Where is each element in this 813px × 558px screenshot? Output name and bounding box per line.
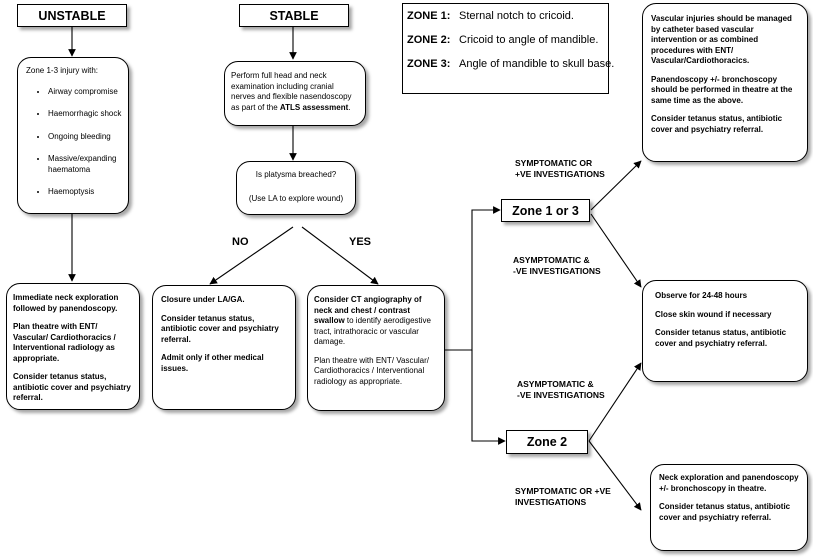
zone-legend: ZONE 1:Sternal notch to cricoid. ZONE 2:…	[402, 3, 615, 94]
criteria-item: Haemoptysis	[48, 187, 124, 198]
unstable-header: UNSTABLE	[17, 4, 127, 27]
asymptomatic-bottom-label: ASYMPTOMATIC & -VE INVESTIGATIONS	[517, 379, 605, 400]
platysma-question: Is platysma breached?	[255, 170, 337, 179]
unstable-criteria-box: Zone 1-3 injury with: Airway compromise …	[17, 57, 129, 214]
arrow-ct-to-zone13	[445, 206, 501, 351]
criteria-item: Haemorrhagic shock	[48, 109, 124, 120]
symptomatic-bottom-label: SYMPTOMATIC OR +VE INVESTIGATIONS	[515, 486, 611, 507]
vascular-management-box: Vascular injuries should be managed by c…	[642, 3, 808, 162]
observe-box: Observe for 24-48 hours Close skin wound…	[642, 280, 808, 382]
immediate-exploration-box: Immediate neck exploration followed by p…	[6, 283, 140, 410]
neck-exploration-box: Neck exploration and panendoscopy +/- br…	[650, 464, 808, 551]
criteria-item: Airway compromise	[48, 87, 124, 98]
arrow-zone2-to-neck-explore	[588, 440, 642, 511]
zone-2-box: Zone 2	[506, 430, 588, 454]
zone-3-line: ZONE 3:Angle of mandible to skull base.	[407, 58, 615, 70]
arrow-zone2-to-observe	[588, 362, 642, 442]
arrow-platysma-to-closure	[209, 226, 294, 285]
arrow-platysma-to-ct	[301, 226, 379, 285]
asymptomatic-top-label: ASYMPTOMATIC & -VE INVESTIGATIONS	[513, 255, 601, 276]
zone-1-line: ZONE 1:Sternal notch to cricoid.	[407, 10, 574, 22]
no-label: NO	[232, 236, 249, 248]
platysma-question-box: Is platysma breached? (Use LA to explore…	[236, 161, 356, 215]
platysma-note: (Use LA to explore wound)	[248, 193, 344, 203]
arrow-zone13-to-observe	[590, 213, 642, 288]
symptomatic-top-label: SYMPTOMATIC OR +VE INVESTIGATIONS	[515, 158, 605, 179]
closure-box: Closure under LA/GA. Consider tetanus st…	[152, 285, 296, 410]
criteria-item: Ongoing bleeding	[48, 132, 124, 143]
arrow-zone13-to-vascular	[590, 160, 642, 211]
zone-2-line: ZONE 2:Cricoid to angle of mandible.	[407, 34, 599, 46]
criteria-list: Airway compromise Haemorrhagic shock Ong…	[26, 87, 124, 198]
arrow-ct-to-zone2	[471, 350, 506, 445]
criteria-item: Massive/expanding haematoma	[48, 154, 124, 175]
stable-header: STABLE	[239, 4, 349, 27]
ct-angiography-box: Consider CT angiography of neck and ches…	[307, 285, 445, 411]
criteria-title: Zone 1-3 injury with:	[26, 66, 99, 75]
zone-1-or-3-box: Zone 1 or 3	[501, 199, 590, 222]
stable-exam-box: Perform full head and neck examination i…	[224, 61, 366, 126]
yes-label: YES	[349, 236, 372, 248]
